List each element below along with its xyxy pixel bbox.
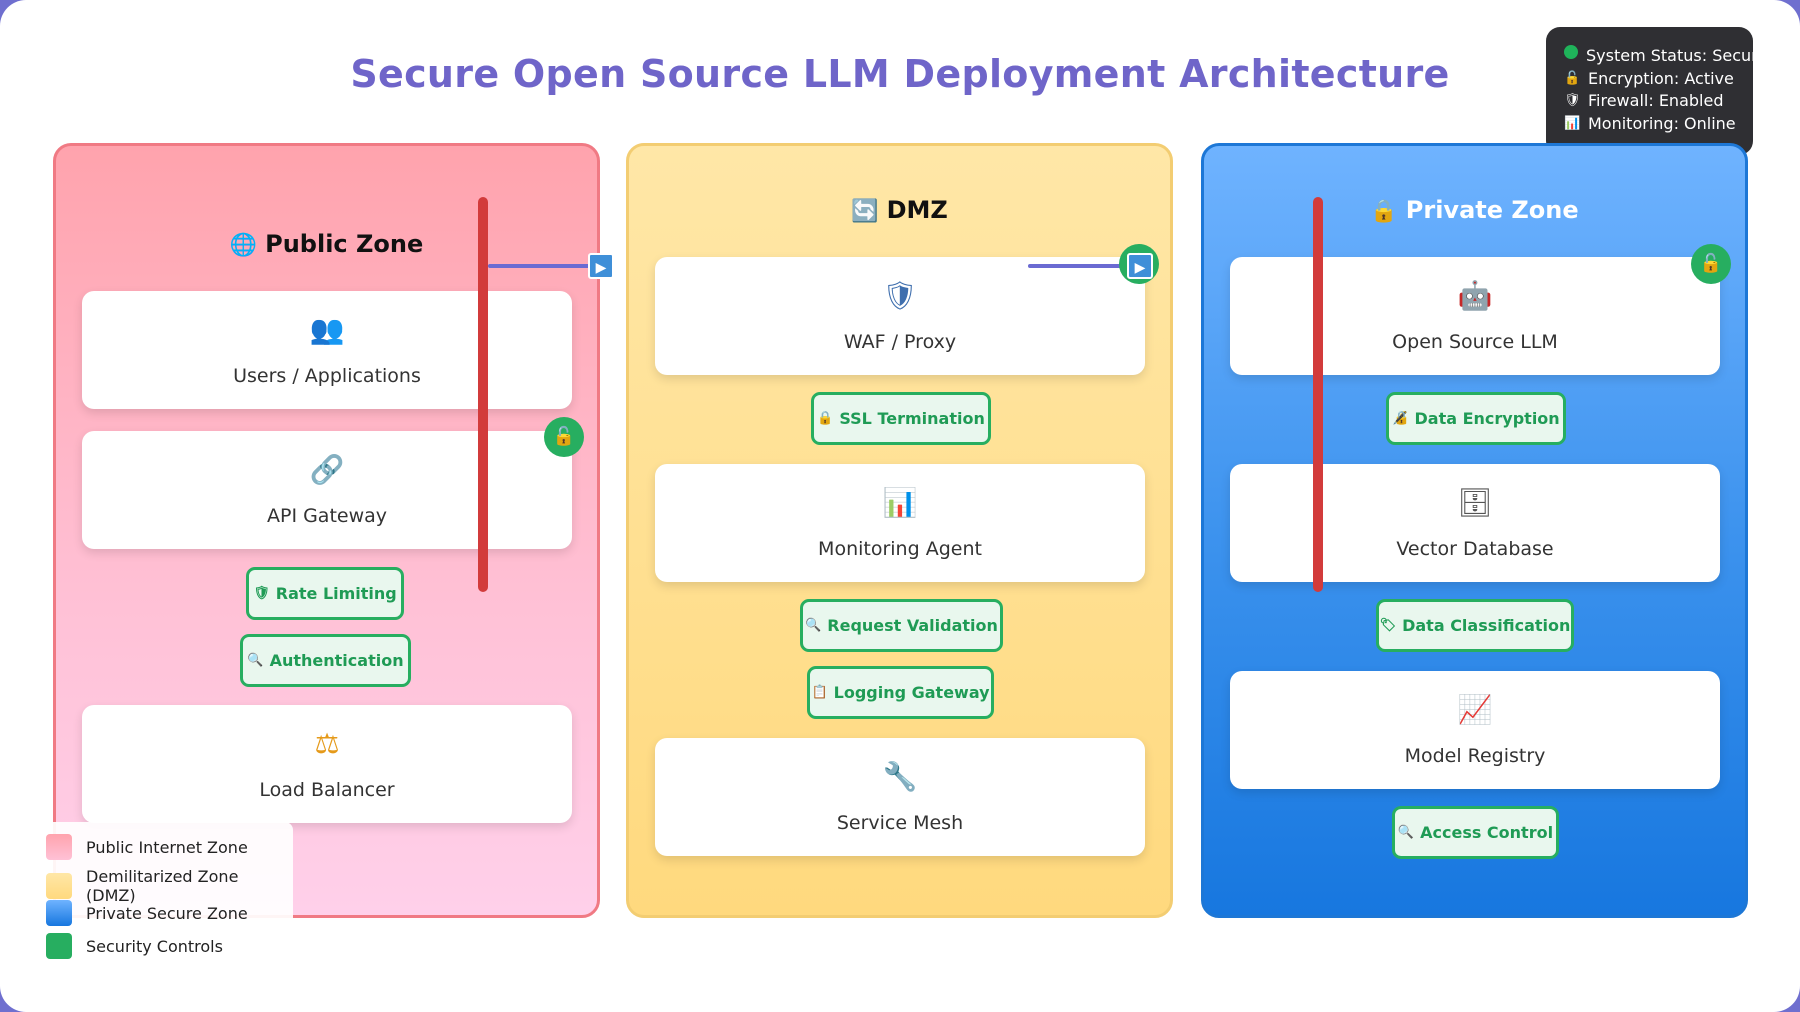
legend-label: Security Controls: [86, 936, 223, 956]
dmz-zone-title-text: DMZ: [886, 196, 948, 224]
control-data-encryption[interactable]: 🔏 Data Encryption: [1386, 392, 1566, 445]
status-monitoring-text: Monitoring: Online: [1588, 113, 1736, 133]
legend-item-security: Security Controls: [46, 933, 223, 959]
status-row-firewall: 🛡 Firewall: Enabled: [1564, 90, 1753, 113]
card-service-mesh[interactable]: 🔧 Service Mesh: [655, 738, 1145, 856]
control-label: Access Control: [1420, 823, 1554, 842]
card-label: Open Source LLM: [1392, 331, 1558, 353]
card-waf-proxy[interactable]: 🛡 WAF / Proxy: [655, 257, 1145, 375]
green-dot-icon: [1564, 45, 1578, 68]
status-row-monitoring: 📊 Monitoring: Online: [1564, 113, 1753, 136]
legend-swatch: [46, 900, 72, 926]
card-monitoring-agent[interactable]: 📊 Monitoring Agent: [655, 464, 1145, 582]
status-encryption-text: Encryption: Active: [1588, 68, 1734, 88]
status-system-text: System Status: Secure: [1586, 46, 1768, 65]
control-data-classification[interactable]: 🏷 Data Classification: [1376, 599, 1574, 652]
bar-chart-icon: 📊: [882, 486, 918, 519]
open-lock-icon: 🔓: [544, 417, 584, 457]
dmz-zone: 🔄 DMZ 🛡 WAF / Proxy 🔒 SSL Termination 📊 Mo…: [626, 143, 1173, 918]
public-zone: 🌐 Public Zone 👥 Users / Applications 🔗 AP…: [53, 143, 600, 918]
legend-swatch: [46, 873, 72, 899]
public-zone-title: 🌐 Public Zone: [56, 230, 597, 258]
private-zone-title: 🔒 Private Zone: [1204, 196, 1745, 224]
status-firewall-text: Firewall: Enabled: [1588, 91, 1724, 110]
wrench-icon: 🔧: [882, 760, 918, 793]
control-label: Rate Limiting: [275, 584, 397, 603]
flow-line-dmz-to-private: [1028, 264, 1138, 268]
lock-icon: 🔒: [817, 411, 834, 426]
card-label: Model Registry: [1404, 745, 1546, 767]
legend-swatch: [46, 933, 72, 959]
legend-label: Demilitarized Zone (DMZ): [86, 867, 239, 905]
legend-label: Public Internet Zone: [86, 837, 248, 857]
control-ssl-termination[interactable]: 🔒 SSL Termination: [811, 392, 991, 445]
bar-chart-icon: 📊: [1564, 115, 1581, 131]
control-authentication[interactable]: 🔍 Authentication: [240, 634, 411, 687]
open-lock-icon: 🔓: [1564, 70, 1581, 86]
control-access-control[interactable]: 🔍 Access Control: [1392, 806, 1559, 859]
legend: Public Internet Zone Demilitarized Zone …: [30, 822, 293, 972]
control-label: Authentication: [269, 651, 404, 670]
public-zone-title-text: Public Zone: [265, 230, 424, 258]
card-label: API Gateway: [266, 505, 388, 527]
dmz-zone-title: 🔄 DMZ: [629, 196, 1170, 224]
status-panel: System Status: Secure 🔓 Encryption: Acti…: [1546, 27, 1767, 155]
control-label: Data Encryption: [1414, 409, 1560, 428]
label-icon: 🏷: [1379, 618, 1397, 633]
play-arrow-icon: ▶: [588, 253, 614, 279]
control-label: Request Validation: [827, 616, 998, 635]
card-label: Monitoring Agent: [818, 538, 982, 560]
magnifier-icon: 🔍: [805, 618, 822, 633]
flow-line-public-to-dmz: [488, 264, 592, 268]
card-api-gateway[interactable]: 🔗 API Gateway: [82, 431, 572, 549]
open-lock-icon: 🔓: [1691, 244, 1731, 284]
card-label: WAF / Proxy: [843, 331, 957, 353]
control-label: SSL Termination: [839, 409, 985, 428]
legend-item-public: Public Internet Zone: [46, 834, 248, 860]
magnifier-icon: 🔍: [247, 653, 264, 668]
legend-item-dmz: Demilitarized Zone (DMZ): [46, 867, 293, 905]
robot-icon: 🤖: [1457, 279, 1493, 312]
card-open-source-llm[interactable]: 🤖 Open Source LLM: [1230, 257, 1720, 375]
control-rate-limiting[interactable]: 🛡 Rate Limiting: [246, 567, 404, 620]
balance-scale-icon: ⚖: [314, 727, 340, 760]
magnifier-icon: 🔍: [1397, 825, 1415, 840]
firewall-bar-public: [478, 197, 488, 592]
file-cabinet-icon: 🗄: [1457, 486, 1493, 519]
play-arrow-icon: ▶: [1127, 253, 1153, 279]
card-label: Load Balancer: [259, 779, 395, 801]
card-model-registry[interactable]: 📈 Model Registry: [1230, 671, 1720, 789]
firewall-bar-private: [1313, 197, 1323, 592]
card-vector-database[interactable]: 🗄 Vector Database: [1230, 464, 1720, 582]
lock-with-pen-icon: 🔏: [1392, 411, 1409, 426]
private-zone: 🔒 Private Zone 🤖 Open Source LLM 🔏 Data En…: [1201, 143, 1748, 918]
status-row-system: System Status: Secure: [1564, 45, 1767, 68]
control-logging-gateway[interactable]: 📋 Logging Gateway: [807, 666, 994, 719]
globe-icon: 🌐: [229, 233, 258, 258]
card-label: Vector Database: [1396, 538, 1554, 560]
card-label: Service Mesh: [836, 812, 964, 834]
control-label: Data Classification: [1402, 616, 1571, 635]
legend-item-private: Private Secure Zone: [46, 900, 248, 926]
status-row-encryption: 🔓 Encryption: Active: [1564, 68, 1753, 91]
shield-icon: 🛡: [1564, 93, 1581, 108]
legend-swatch: [46, 834, 72, 860]
private-zone-title-text: Private Zone: [1405, 196, 1579, 224]
users-icon: 👥: [309, 313, 345, 346]
refresh-icon: 🔄: [851, 199, 879, 224]
control-label: Logging Gateway: [833, 683, 990, 702]
clipboard-icon: 📋: [811, 685, 828, 700]
lock-icon: 🔒: [1370, 199, 1398, 224]
trend-chart-icon: 📈: [1457, 693, 1493, 726]
card-load-balancer[interactable]: ⚖ Load Balancer: [82, 705, 572, 823]
shield-icon: 🛡: [253, 586, 270, 601]
control-request-validation[interactable]: 🔍 Request Validation: [800, 599, 1003, 652]
link-icon: 🔗: [309, 453, 345, 486]
shield-icon: 🛡: [882, 279, 918, 312]
page-title: Secure Open Source LLM Deployment Archit…: [350, 52, 1450, 96]
legend-label: Private Secure Zone: [86, 903, 248, 923]
card-users-applications[interactable]: 👥 Users / Applications: [82, 291, 572, 409]
card-label: Users / Applications: [233, 365, 421, 387]
